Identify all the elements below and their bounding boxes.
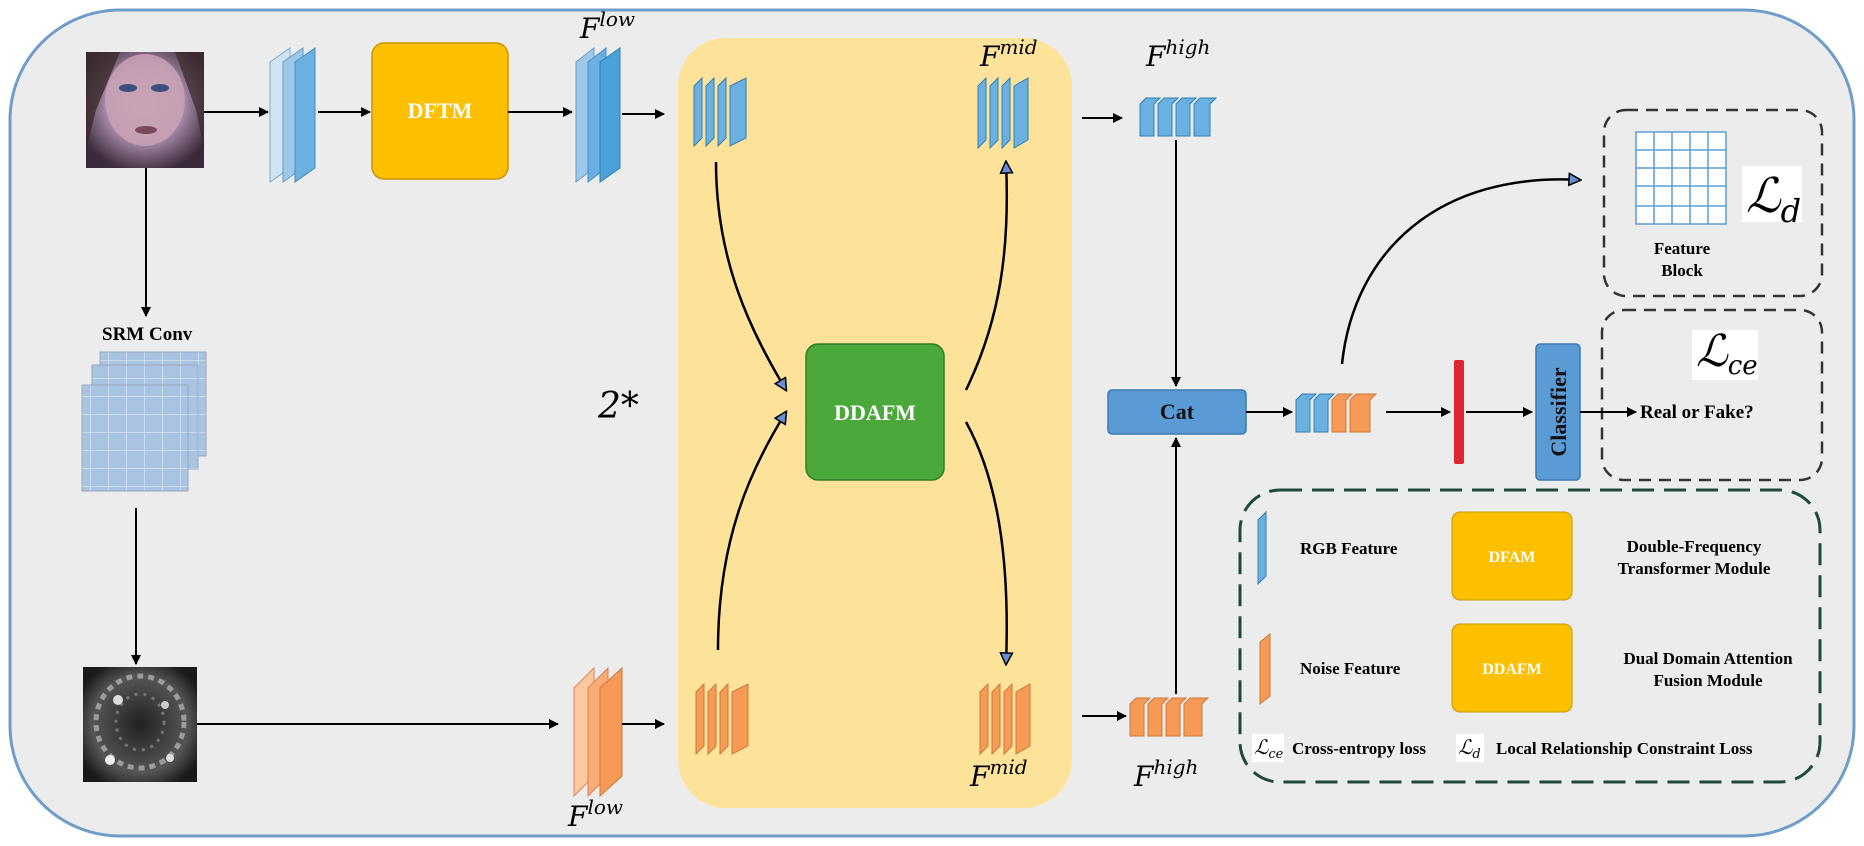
noise-panel-input-stack	[695, 682, 749, 756]
classifier-label: Classifier	[1546, 367, 1571, 456]
legend-box	[1238, 488, 1822, 784]
rgb-f-mid-stack	[977, 76, 1029, 150]
legend-dfam-box	[1451, 511, 1573, 601]
legend-noise-label: Noise Feature	[1300, 659, 1401, 678]
rgb-panel-input-stack	[693, 76, 747, 148]
legend-rgb-label: RGB Feature	[1300, 539, 1398, 558]
noise-f-high-stack	[1129, 697, 1210, 737]
noise-f-mid-stack	[979, 682, 1031, 756]
legend-ddafm-desc-1: Dual Domain Attention	[1623, 649, 1793, 668]
legend-ddafm-box	[1451, 623, 1573, 713]
srm-conv-label: SRM Conv	[102, 324, 193, 345]
ld-loss-symbol: ℒd	[1746, 168, 1801, 230]
legend-lce-symbol: ℒce	[1254, 735, 1284, 762]
legend-noise-swatch	[1259, 632, 1271, 706]
feature-block-grid	[1635, 131, 1727, 225]
rgb-f-high-stack	[1139, 97, 1218, 137]
f-mid-bottom-label: Fmid	[969, 755, 1028, 793]
real-or-fake-label: Real or Fake?	[1640, 402, 1754, 423]
lce-loss-symbol: ℒce	[1696, 326, 1758, 381]
legend-d-text: Local Relationship Constraint Loss	[1496, 739, 1753, 758]
feature-block-label-2: Block	[1661, 261, 1703, 280]
repeat-label: 2*	[597, 386, 639, 427]
flow-arrows	[131, 107, 1637, 729]
ce-loss-box	[1600, 308, 1824, 482]
f-mid-top-label: Fmid	[979, 35, 1038, 73]
noise-f-low-feature	[573, 666, 623, 798]
feature-block-box	[1602, 108, 1824, 298]
rgb-f-low-feature	[575, 46, 621, 184]
legend-dfam-desc-2: Transformer Module	[1618, 559, 1771, 578]
legend-rgb-swatch	[1257, 510, 1267, 586]
legend-ld-symbol: ℒd	[1458, 735, 1481, 762]
dftm-label: DFTM	[408, 98, 473, 123]
legend-dfam-label: DFAM	[1489, 549, 1536, 566]
face-image	[86, 52, 204, 168]
f-low-top-label: Flow	[579, 7, 635, 45]
ddafm-label: DDAFM	[834, 400, 916, 425]
ddafm-module	[805, 343, 945, 481]
rgb-stem-feature	[269, 47, 316, 183]
cat-label: Cat	[1160, 399, 1195, 424]
srm-filter-stack	[81, 351, 207, 492]
legend-ce-text: Cross-entropy loss	[1292, 739, 1426, 758]
f-low-bottom-label: Flow	[567, 795, 623, 833]
legend-ddafm-label: DDAFM	[1482, 661, 1542, 678]
legend-dfam-desc-1: Double-Frequency	[1627, 537, 1762, 556]
feature-block-label-1: Feature	[1654, 239, 1711, 258]
concat-feature-stack	[1295, 393, 1378, 433]
f-high-top-label: Fhigh	[1145, 35, 1210, 73]
f-high-bottom-label: Fhigh	[1133, 755, 1198, 793]
fusion-curved-arrows	[714, 162, 1580, 664]
legend-ddafm-desc-2: Fusion Module	[1653, 671, 1763, 690]
pooling-bar	[1454, 360, 1464, 464]
noise-image	[83, 667, 197, 782]
